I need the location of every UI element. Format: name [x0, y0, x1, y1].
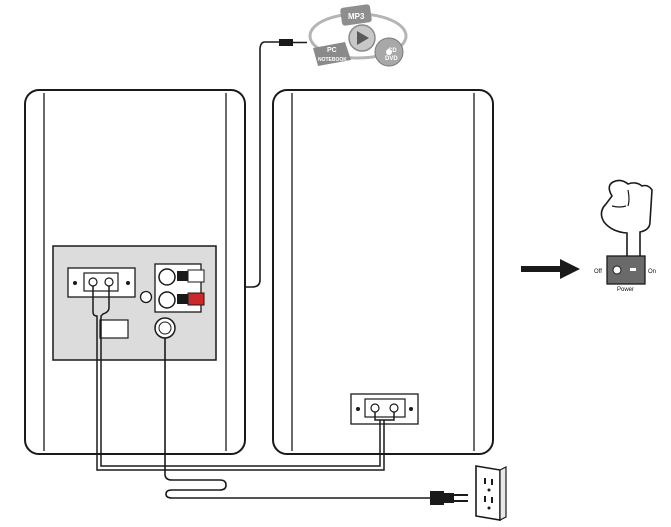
mp3-player-icon: MP3	[340, 4, 372, 26]
passive-speaker-rear	[272, 89, 494, 455]
media-source-cluster: MP3 PC NOTEBOOK CD DVD	[308, 4, 408, 67]
switch-on-label: On	[648, 269, 656, 275]
pointing-hand-icon	[600, 179, 653, 271]
power-switch[interactable]: Off On Power	[594, 179, 656, 293]
switch-on-symbol	[630, 268, 636, 271]
rocker-switch[interactable]	[606, 255, 646, 285]
arrow-right-icon	[521, 259, 580, 279]
power-plug-icon	[430, 491, 468, 505]
cd-label: CD	[388, 48, 397, 54]
speaker-output-terminal[interactable]	[67, 267, 136, 298]
switch-power-label: Power	[617, 287, 634, 293]
pc-notebook-icon: PC NOTEBOOK	[313, 42, 351, 66]
disc-icon: CD DVD	[374, 37, 404, 67]
dvd-label: DVD	[385, 56, 398, 62]
speaker-wire	[92, 286, 395, 471]
switch-off-symbol	[612, 265, 622, 275]
notebook-label: NOTEBOOK	[318, 57, 347, 63]
mp3-label: MP3	[348, 12, 365, 21]
rear-label-plate	[99, 319, 129, 339]
wall-outlet-icon	[475, 465, 507, 521]
rca-input-jacks[interactable]	[154, 263, 205, 313]
switch-off-label: Off	[594, 269, 602, 275]
speaker-input-terminal[interactable]	[350, 393, 419, 425]
rear-panel	[52, 245, 217, 361]
pc-label: PC	[327, 47, 337, 54]
volume-knob[interactable]	[139, 290, 153, 304]
power-cord	[164, 338, 430, 499]
mini-jack-plug	[279, 39, 293, 46]
active-speaker-rear	[24, 89, 246, 455]
play-icon	[348, 24, 376, 52]
